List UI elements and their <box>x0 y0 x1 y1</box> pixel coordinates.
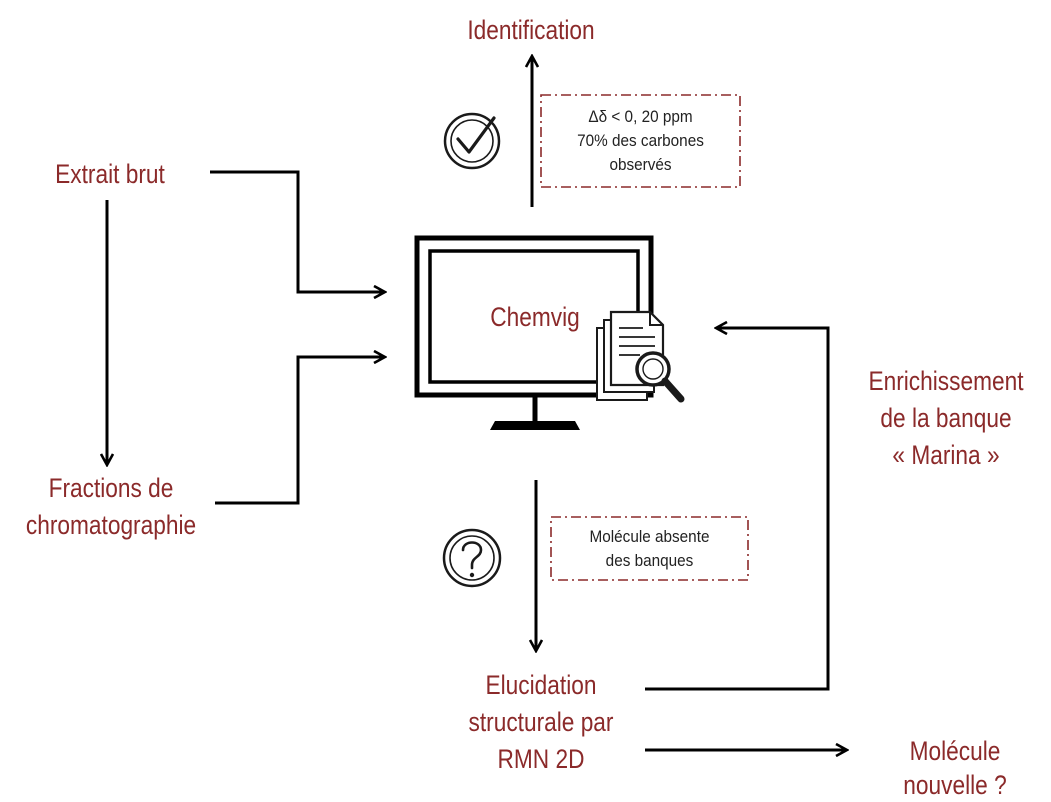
absent-note-line2: des banques <box>605 551 694 570</box>
enrichissement-label-line2: de la banque <box>880 403 1012 433</box>
fractions-label-line1: Fractions de <box>48 473 174 503</box>
fractions-label: Fractions de chromatographie <box>18 470 204 544</box>
molecule-nouvelle-label: Molécule nouvelle ? <box>875 734 1035 802</box>
criteria-note-box <box>540 94 741 188</box>
identification-label: Identification <box>467 15 595 45</box>
absent-note-line1: Molécule absente <box>589 527 710 546</box>
enrichissement-label-line1: Enrichissement <box>868 366 1024 396</box>
check-circle-icon <box>443 112 501 170</box>
question-circle-icon <box>442 528 502 588</box>
criteria-note-line1: Δδ < 0, 20 ppm <box>588 107 693 126</box>
elucidation-label: Elucidation structurale par RMN 2D <box>457 667 625 778</box>
criteria-note: Δδ < 0, 20 ppm 70% des carbones observés <box>551 105 730 177</box>
molecule-label-line2: nouvelle ? <box>903 770 1007 800</box>
enrichissement-label-line3: « Marina » <box>892 440 1000 470</box>
elucidation-label-line2: structurale par <box>468 707 614 737</box>
document-search-icon <box>596 310 685 403</box>
absent-note: Molécule absente des banques <box>561 525 738 573</box>
arrow-extrait-to-chemvig <box>210 170 384 292</box>
fractions-label-line2: chromatographie <box>25 510 197 540</box>
arrow-elucidation-to-chemvig <box>645 328 830 691</box>
elucidation-label-line1: Elucidation <box>485 670 597 700</box>
criteria-note-line3: observés <box>609 155 672 174</box>
chemvig-label: Chemvig <box>490 302 580 332</box>
elucidation-label-line3: RMN 2D <box>497 744 585 774</box>
molecule-label-line1: Molécule <box>909 736 1001 766</box>
enrichissement-label: Enrichissement de la banque « Marina » <box>858 363 1034 474</box>
arrow-fractions-to-chemvig <box>215 357 384 505</box>
criteria-note-line2: 70% des carbones <box>577 131 704 150</box>
extrait-brut-label: Extrait brut <box>55 159 165 189</box>
absent-note-box <box>550 516 749 581</box>
